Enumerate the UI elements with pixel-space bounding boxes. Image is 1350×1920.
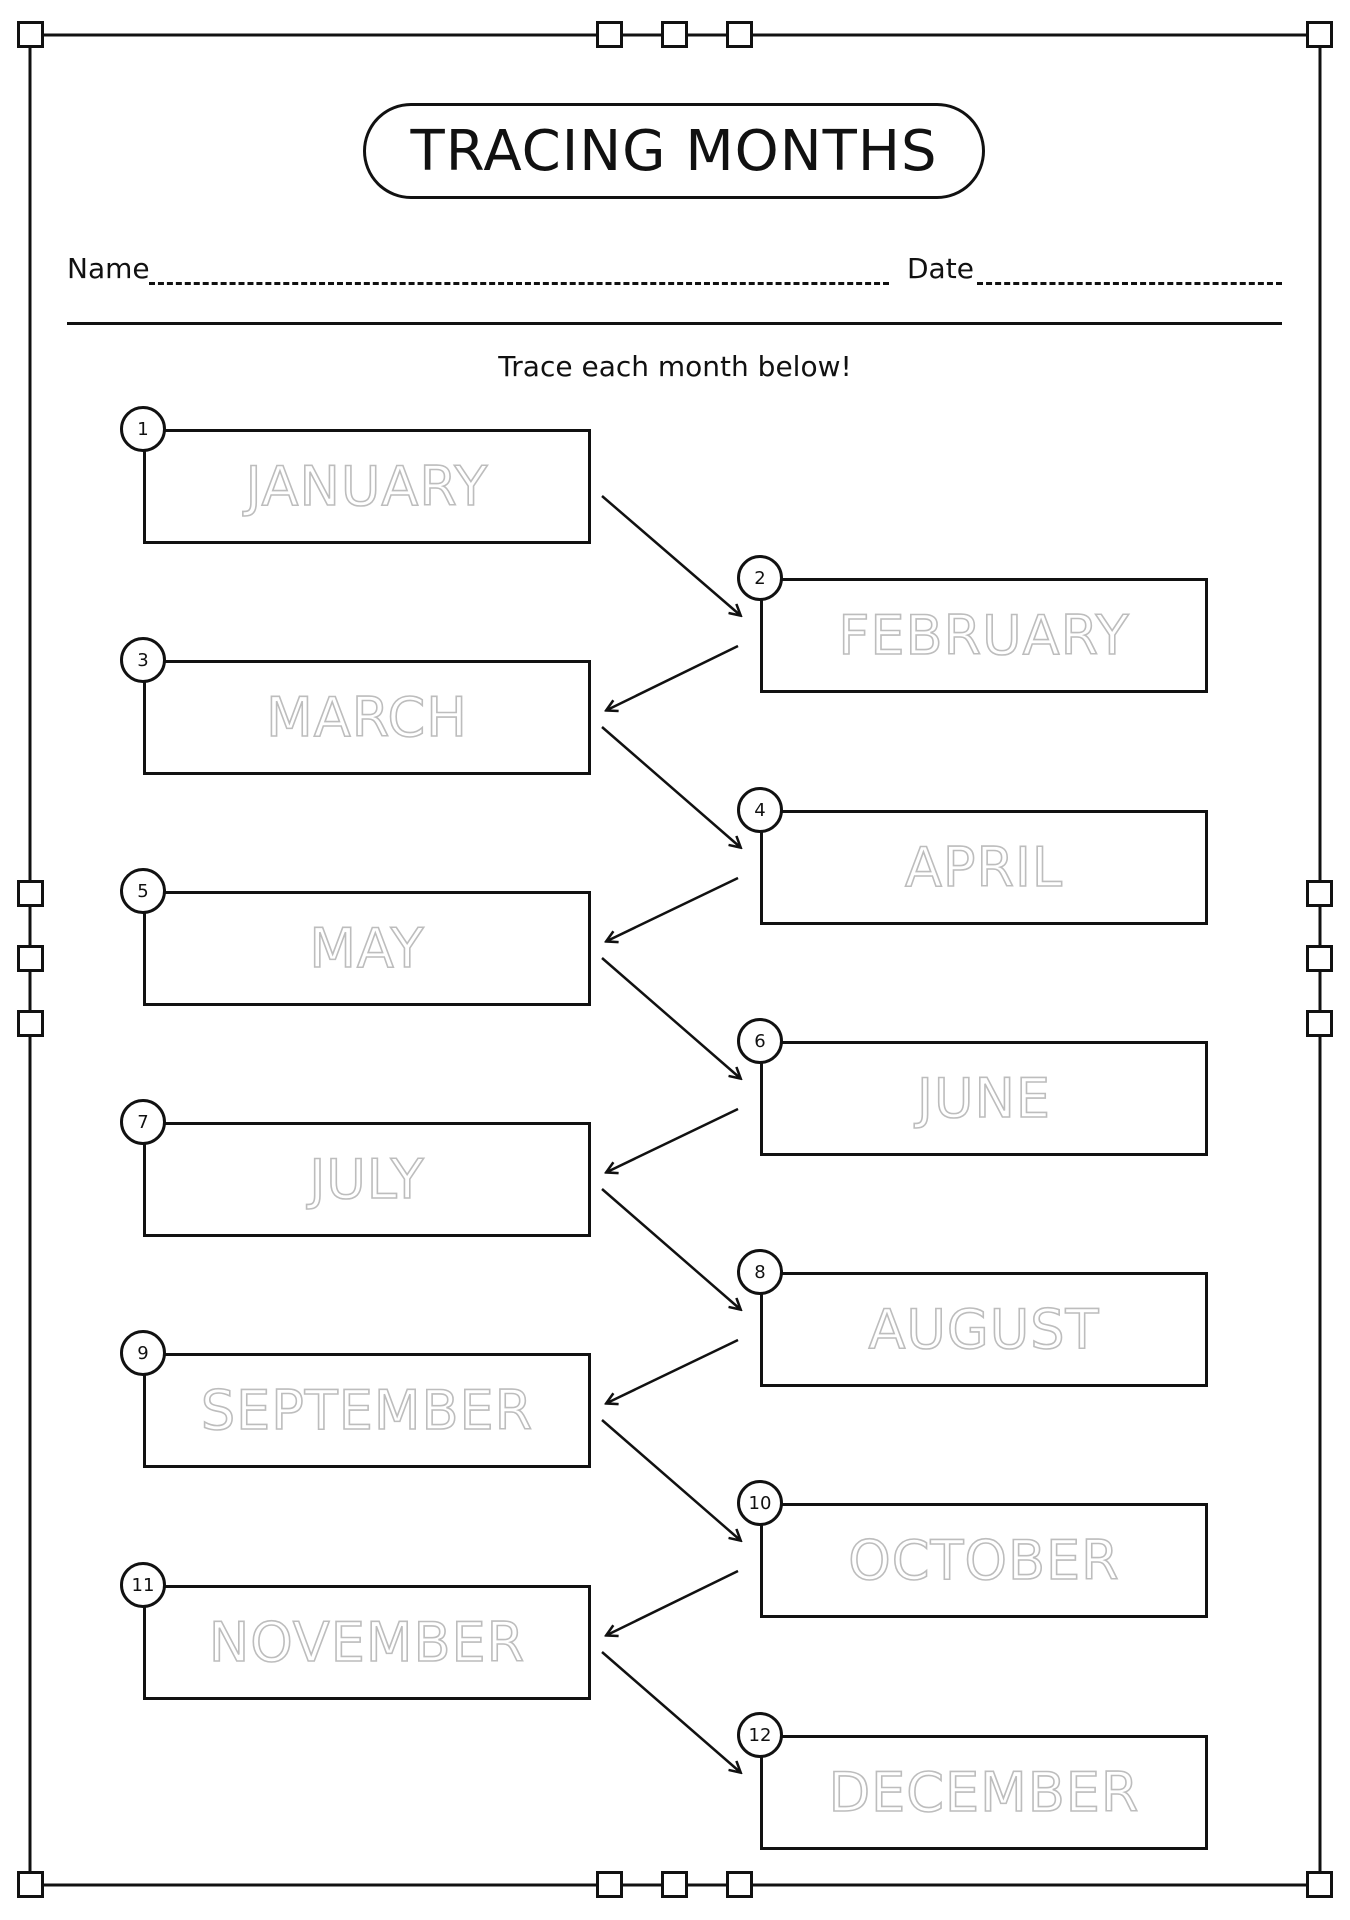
arrow-8-to-9	[607, 1338, 739, 1403]
border-corner-square	[1306, 21, 1333, 48]
month-trace-text: FEBRUARY	[838, 603, 1130, 668]
name-date-row: Name Date	[67, 252, 1282, 292]
border-edge-square	[596, 21, 623, 48]
border-edge-square	[661, 21, 688, 48]
month-box-july: JULY	[143, 1122, 591, 1237]
arrow-9-to-10	[601, 1419, 740, 1540]
arrow-5-to-6	[601, 957, 740, 1078]
arrow-10-to-11	[607, 1569, 739, 1635]
name-field[interactable]	[149, 282, 889, 285]
month-box-june: JUNE	[760, 1041, 1208, 1156]
month-number-badge: 4	[737, 787, 783, 833]
month-trace-text: JANUARY	[245, 454, 489, 519]
worksheet-title-text: TRACING MONTHS	[410, 118, 938, 184]
arrow-2-to-3	[607, 644, 739, 710]
month-number-badge: 12	[737, 1712, 783, 1758]
month-number-badge: 9	[120, 1330, 166, 1376]
arrow-4-to-5	[607, 876, 739, 941]
month-number-badge: 8	[737, 1249, 783, 1295]
arrow-7-to-8	[601, 1188, 740, 1309]
border-edge-square	[1306, 1010, 1333, 1037]
border-edge-square	[726, 1871, 753, 1898]
month-box-march: MARCH	[143, 660, 591, 775]
month-box-november: NOVEMBER	[143, 1585, 591, 1700]
month-trace-text: DECEMBER	[828, 1760, 1140, 1825]
month-trace-text: OCTOBER	[847, 1528, 1120, 1593]
month-box-february: FEBRUARY	[760, 578, 1208, 693]
month-number-badge: 10	[737, 1480, 783, 1526]
border-corner-square	[17, 21, 44, 48]
month-trace-text: NOVEMBER	[208, 1610, 526, 1675]
month-trace-text: MAY	[309, 916, 425, 981]
date-label: Date	[907, 252, 974, 285]
month-number-badge: 6	[737, 1018, 783, 1064]
border-edge-square	[1306, 945, 1333, 972]
border-edge-square	[596, 1871, 623, 1898]
month-trace-text: APRIL	[904, 835, 1064, 900]
month-trace-text: SEPTEMBER	[200, 1378, 534, 1443]
month-box-october: OCTOBER	[760, 1503, 1208, 1618]
border-edge-square	[17, 880, 44, 907]
arrow-1-to-2	[601, 495, 740, 615]
border-edge-square	[661, 1871, 688, 1898]
month-trace-text: JUNE	[916, 1066, 1051, 1131]
month-box-may: MAY	[143, 891, 591, 1006]
worksheet-title: TRACING MONTHS	[363, 103, 985, 199]
header-divider	[67, 322, 1282, 325]
month-number-badge: 7	[120, 1099, 166, 1145]
month-number-badge: 2	[737, 555, 783, 601]
border-edge-square	[1306, 880, 1333, 907]
month-number-badge: 3	[120, 637, 166, 683]
arrow-11-to-12	[601, 1651, 740, 1772]
month-trace-text: JULY	[309, 1147, 425, 1212]
arrow-3-to-4	[601, 726, 740, 847]
border-corner-square	[1306, 1871, 1333, 1898]
month-trace-text: AUGUST	[868, 1297, 1100, 1362]
border-edge-square	[17, 945, 44, 972]
name-label: Name	[67, 252, 150, 285]
month-box-september: SEPTEMBER	[143, 1353, 591, 1468]
border-edge-square	[726, 21, 753, 48]
border-edge-square	[17, 1010, 44, 1037]
month-box-december: DECEMBER	[760, 1735, 1208, 1850]
month-trace-text: MARCH	[265, 685, 468, 750]
month-number-badge: 5	[120, 868, 166, 914]
month-number-badge: 1	[120, 406, 166, 452]
instruction-text: Trace each month below!	[498, 350, 852, 383]
month-box-april: APRIL	[760, 810, 1208, 925]
month-box-august: AUGUST	[760, 1272, 1208, 1387]
month-box-january: JANUARY	[143, 429, 591, 544]
arrow-6-to-7	[607, 1107, 739, 1172]
date-field[interactable]	[977, 282, 1282, 285]
month-number-badge: 11	[120, 1562, 166, 1608]
border-corner-square	[17, 1871, 44, 1898]
